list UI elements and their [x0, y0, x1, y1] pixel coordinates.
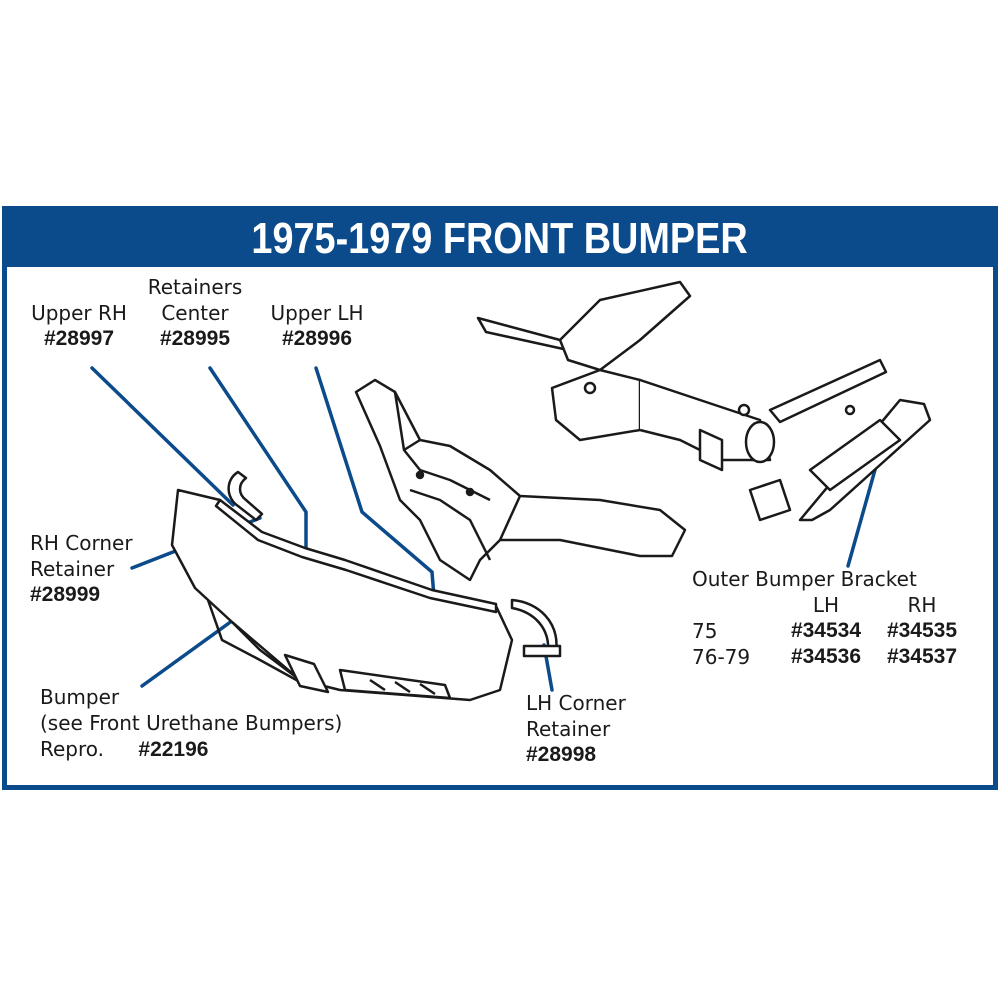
lh-corner-retainer [510, 598, 558, 654]
outer-bracket-lh-part: #34536 [790, 645, 862, 668]
page-title: 1975-1979 FRONT BUMPER [251, 214, 749, 263]
outer-bracket-header-row: LH RH [692, 592, 972, 618]
outer-bracket-col-rh: RH [907, 593, 937, 617]
lh-corner-name-line1: LH Corner [526, 691, 626, 715]
leader-retainers-center [208, 366, 308, 558]
bumper-repro-row: Repro. #22196 [40, 736, 342, 763]
outer-bracket-row: 76-79 #34536 #34537 [692, 644, 972, 670]
bumper-reinforcement [354, 378, 687, 582]
label-bumper: Bumper (see Front Urethane Bumpers) Repr… [40, 684, 342, 763]
outer-bracket-year: 75 [692, 619, 718, 643]
label-upper-rh: Upper RH #28997 [24, 300, 134, 352]
outer-bracket-name: Outer Bumper Bracket [692, 567, 917, 591]
outer-bracket-col-lh: LH [812, 593, 840, 617]
outer-bracket-year: 76-79 [692, 645, 751, 669]
upper-rh-part-number: #28997 [43, 327, 115, 350]
upper-lh-name: Upper LH [270, 301, 364, 325]
label-rh-corner-retainer: RH Corner Retainer #28999 [30, 530, 133, 608]
bumper-name: Bumper [40, 685, 120, 709]
rh-corner-retainer [227, 470, 264, 522]
outer-bracket-row: 75 #34534 #34535 [692, 618, 972, 644]
bumper-repro-label: Repro. [40, 737, 105, 761]
label-retainers-center: Retainers Center #28995 [140, 274, 250, 352]
lh-corner-part-number: #28998 [526, 743, 597, 766]
outer-bracket-rh-part: #34537 [886, 645, 958, 668]
leader-upper-rh [90, 366, 235, 507]
lh-corner-name-line2: Retainer [526, 717, 611, 741]
upper-rh-name: Upper RH [31, 301, 127, 325]
rh-corner-name-line2: Retainer [30, 557, 115, 581]
rh-corner-name-line1: RH Corner [30, 531, 133, 555]
label-lh-corner-retainer: LH Corner Retainer #28998 [526, 690, 626, 768]
rh-corner-part-number: #28999 [30, 583, 101, 606]
outer-bracket-lh-part: #34534 [790, 619, 862, 642]
bumper-note: (see Front Urethane Bumpers) [40, 711, 343, 735]
upper-lh-part-number: #28996 [281, 327, 353, 350]
label-upper-lh: Upper LH #28996 [262, 300, 372, 352]
outer-bracket-rh-part: #34535 [886, 619, 958, 642]
leader-upper-lh [314, 366, 436, 599]
label-outer-bumper-bracket: Outer Bumper Bracket LH RH 75 #34534 #34… [692, 566, 972, 670]
retainers-center-name-line2: Center [161, 301, 229, 325]
retainers-center-name-line1: Retainers [147, 275, 243, 299]
leader-bumper [140, 616, 238, 688]
upper-retainer-strip [214, 498, 498, 614]
retainers-center-part-number: #28995 [159, 327, 231, 350]
bumper-part-number: #22196 [138, 738, 209, 761]
frame-rail [476, 316, 570, 352]
title-bar: 1975-1979 FRONT BUMPER [7, 211, 993, 267]
